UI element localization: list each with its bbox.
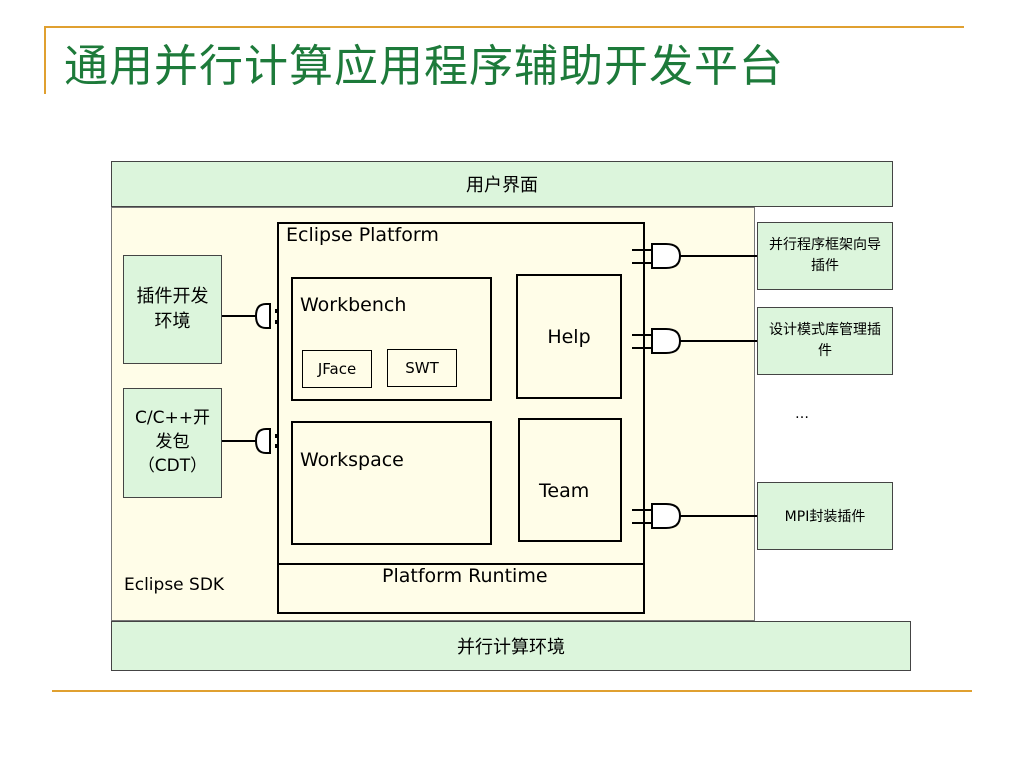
team-label: Team — [539, 480, 590, 502]
footer-line — [52, 690, 972, 692]
parallel-wizard-plugin: 并行程序框架向导插件 — [757, 222, 893, 290]
design-pattern-plugin-label: 设计模式库管理插件 — [769, 322, 881, 359]
ellipsis-label: … — [795, 406, 809, 422]
user-interface-bar: 用户界面 — [111, 161, 893, 207]
right-connector-1 — [632, 243, 757, 269]
title-vertical-line — [44, 26, 46, 94]
swt-box: SWT — [387, 349, 457, 387]
mpi-plugin: MPI封装插件 — [757, 482, 893, 550]
eclipse-platform-label: Eclipse Platform — [286, 224, 439, 246]
workspace-label: Workspace — [300, 449, 404, 471]
plugin-dev-env: 插件开发环境 — [123, 255, 222, 364]
eclipse-sdk-label: Eclipse SDK — [124, 575, 225, 595]
workspace-box — [291, 421, 492, 545]
help-box: Help — [516, 274, 622, 399]
page-title: 通用并行计算应用程序辅助开发平台 — [64, 41, 784, 92]
left-connector-1 — [222, 303, 277, 329]
cdt-plugin-label: C/C++开发包（CDT） — [135, 408, 210, 476]
parallel-wizard-plugin-label: 并行程序框架向导插件 — [769, 237, 881, 274]
plugin-dev-env-label: 插件开发环境 — [136, 286, 209, 332]
parallel-environment-bar: 并行计算环境 — [111, 621, 911, 671]
runtime-divider — [277, 563, 645, 565]
design-pattern-plugin: 设计模式库管理插件 — [757, 307, 893, 375]
cdt-plugin: C/C++开发包（CDT） — [123, 388, 222, 498]
right-connector-2 — [632, 328, 757, 354]
platform-runtime-label: Platform Runtime — [382, 565, 548, 587]
jface-box: JFace — [302, 350, 372, 388]
right-connector-3 — [632, 503, 757, 529]
left-connector-2 — [222, 428, 277, 454]
title-underline — [44, 26, 964, 28]
workbench-label: Workbench — [300, 294, 407, 316]
team-box — [518, 418, 622, 542]
